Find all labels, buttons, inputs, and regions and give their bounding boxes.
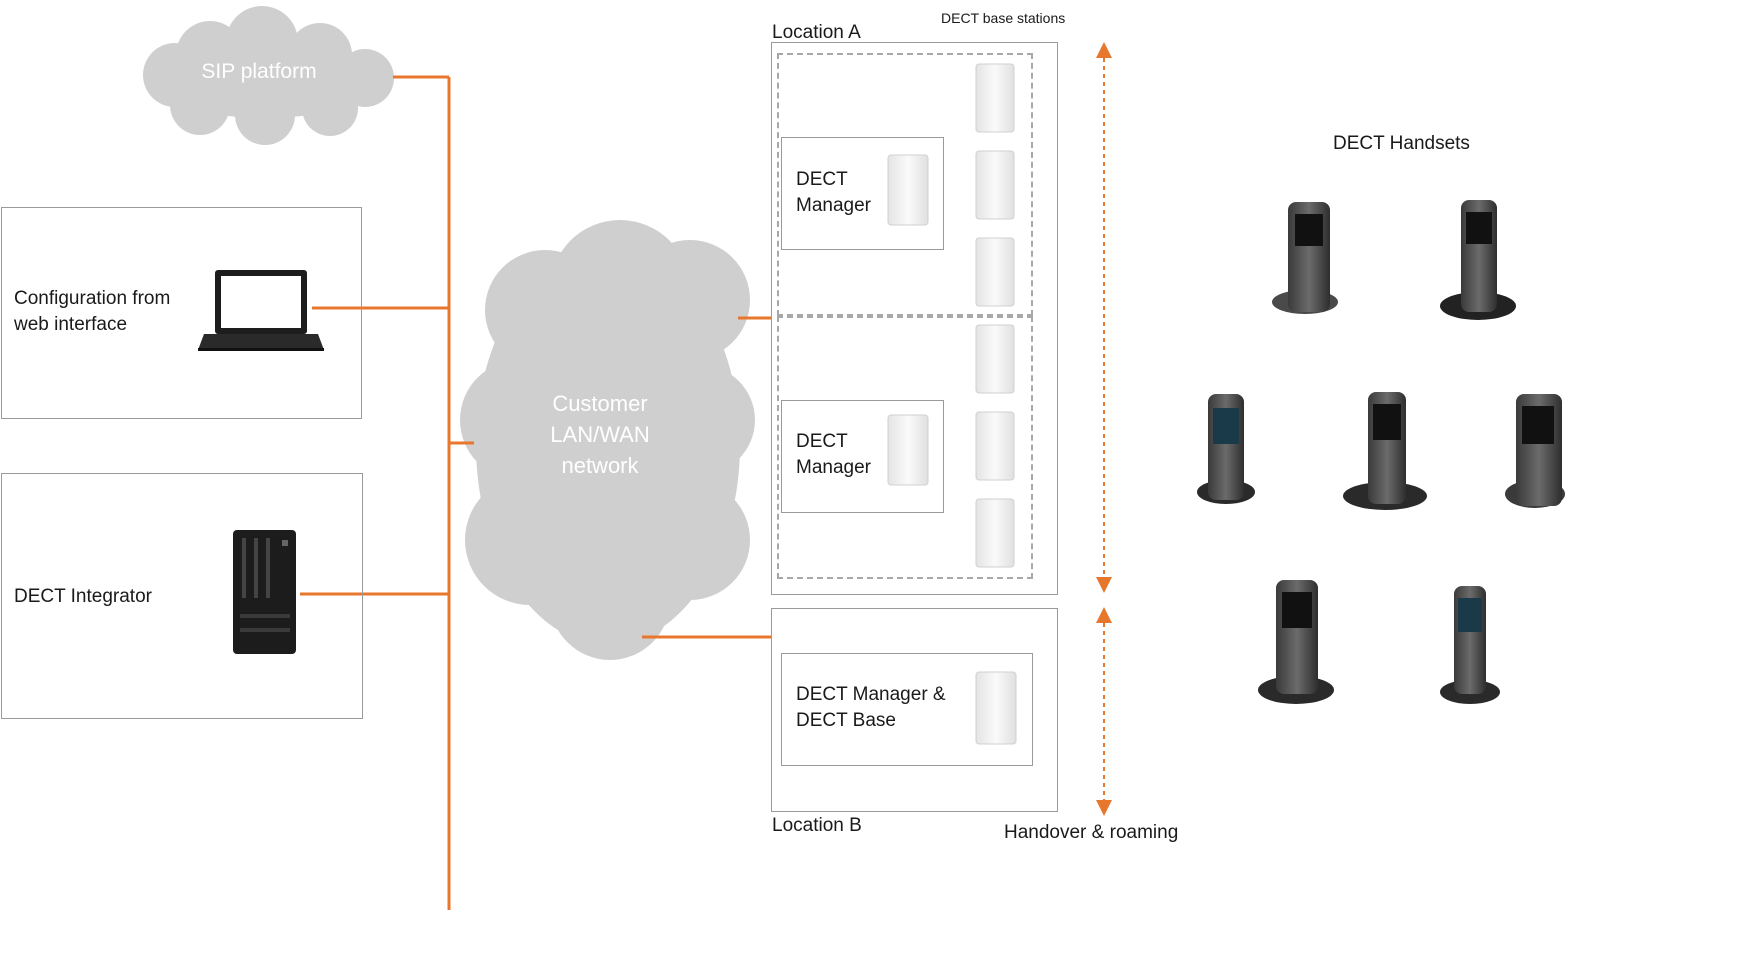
customer-network-cloud [460,220,755,660]
location-b-box [771,608,1058,812]
base-station-icon [975,498,1015,568]
location-a-box [771,42,1058,595]
customer-network-label: Customer LAN/WAN network [550,391,650,478]
cluster-2-dashed [777,316,1033,579]
location-a-label: Location A [772,22,861,43]
base-station-icon [975,411,1015,481]
handset-icon [1440,200,1516,320]
manager-base-device-icon [975,671,1017,745]
integrator-label: DECT Integrator [14,586,152,607]
handset-icon [1343,392,1427,510]
base-stations-label: DECT base stations [941,10,1066,26]
cluster-1-dashed [777,53,1033,316]
manager-device-icon [887,414,929,486]
handover-label: Handover & roaming [1004,822,1179,843]
handset-icon [1272,202,1338,314]
manager-device-icon [887,154,929,226]
manager-box-3 [781,653,1033,766]
handset-icon [1258,580,1334,704]
config-box [1,207,362,419]
manager-label-3: DECT Manager & DECT Base [796,684,946,731]
handsets-label: DECT Handsets [1333,133,1470,154]
location-b-label: Location B [772,815,862,836]
connection-lines [300,75,772,910]
base-station-icon [975,324,1015,394]
sip-platform-label: SIP platform [201,60,317,83]
base-station-icon [975,150,1015,220]
handset-icon [1440,586,1500,704]
integrator-box [1,473,363,719]
base-station-icon [975,237,1015,307]
handset-icon [1505,394,1565,508]
handsets-group [1197,200,1565,704]
manager-label-2: DECT Manager [796,431,871,478]
base-station-column [975,63,1015,568]
manager-label-1: DECT Manager [796,169,871,216]
config-label: Configuration from web interface [14,288,171,335]
manager-box-1 [781,137,944,250]
server-icon [233,530,296,654]
manager-box-2 [781,400,944,513]
handset-icon [1197,394,1255,504]
base-station-icon [975,63,1015,133]
laptop-icon [198,270,324,351]
sip-platform-cloud [143,6,394,145]
